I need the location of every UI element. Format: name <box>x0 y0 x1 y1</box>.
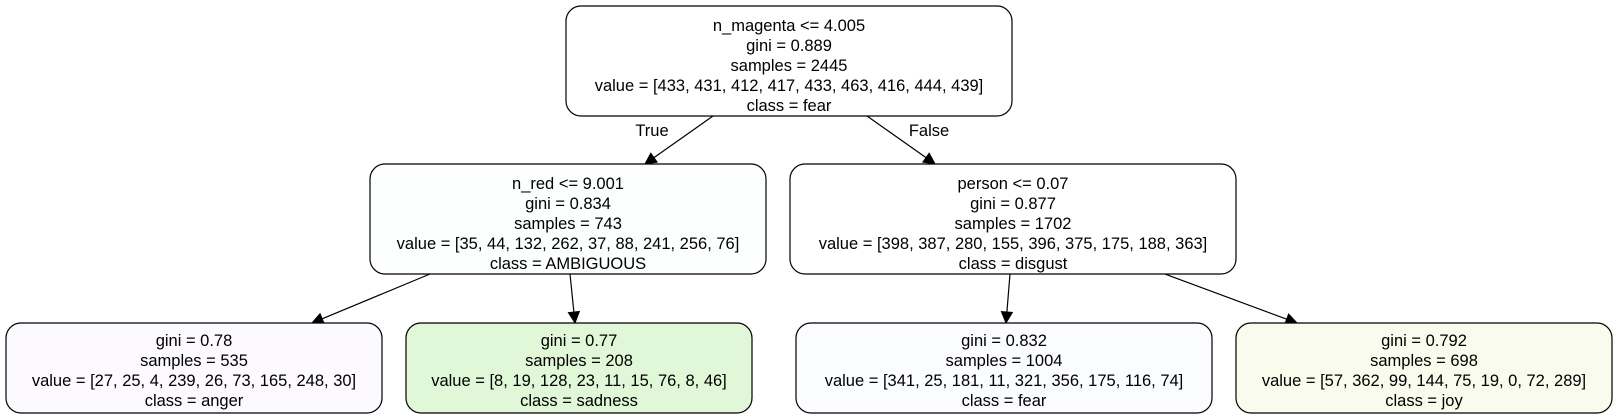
node-text-line: value = [398, 387, 280, 155, 396, 375, 1… <box>819 235 1208 253</box>
node-box <box>795 322 1213 414</box>
node-text-line: gini = 0.78 <box>156 332 233 350</box>
arrowhead <box>921 152 936 165</box>
node-text-line: class = fear <box>962 392 1047 410</box>
tree-edge-right-leaf3 <box>1000 273 1014 325</box>
edge-line <box>569 273 575 313</box>
edge-line <box>1164 273 1287 320</box>
node-box <box>1235 322 1613 414</box>
tree-node-right: person <= 0.07 gini = 0.877 samples = 1702… <box>789 163 1237 275</box>
node-text-line: samples = 1004 <box>946 352 1063 370</box>
node-box <box>5 322 383 414</box>
arrowhead <box>567 310 581 325</box>
node-text-line: samples = 2445 <box>731 57 848 75</box>
node-text-line: gini = 0.832 <box>961 332 1047 350</box>
edge-line <box>321 273 431 320</box>
node-text-line: gini = 0.792 <box>1381 332 1467 350</box>
edge-line <box>1006 273 1011 313</box>
node-text-line: gini = 0.877 <box>970 195 1056 213</box>
node-text-line: class = sadness <box>520 392 638 410</box>
node-box <box>789 163 1237 275</box>
node-text-line: n_magenta <= 4.005 <box>713 17 865 35</box>
tree-node-leaf1: gini = 0.78 samples = 535 value = [27, 25,… <box>5 322 383 414</box>
node-text-line: samples = 1702 <box>955 215 1072 233</box>
tree-edge-right-leaf4 <box>1164 273 1299 325</box>
node-box <box>405 322 753 414</box>
edge-line <box>653 115 714 159</box>
node-text-line: n_red <= 9.001 <box>512 175 624 193</box>
nodes-layer: n_magenta <= 4.005 gini = 0.889 samples = … <box>5 5 1613 414</box>
node-text-line: value = [57, 362, 99, 144, 75, 19, 0, 72… <box>1262 372 1586 390</box>
node-text-line: value = [35, 44, 132, 262, 37, 88, 241, … <box>397 235 740 253</box>
arrowhead <box>644 152 659 165</box>
tree-edge-left-leaf2 <box>567 273 581 325</box>
tree-node-leaf2: gini = 0.77 samples = 208 value = [8, 19, … <box>405 322 753 414</box>
arrowhead <box>310 312 326 325</box>
node-box <box>369 163 767 275</box>
node-text-line: gini = 0.834 <box>525 195 611 213</box>
edge-label: False <box>909 122 949 140</box>
node-box <box>565 5 1013 117</box>
node-text-line: samples = 208 <box>525 352 633 370</box>
edge-line <box>866 115 927 159</box>
node-text-line: class = anger <box>145 392 244 410</box>
node-text-line: samples = 698 <box>1370 352 1478 370</box>
node-text-line: class = AMBIGUOUS <box>490 255 646 273</box>
tree-node-leaf4: gini = 0.792 samples = 698 value = [57, 36… <box>1235 322 1613 414</box>
tree-edge-root-left: True <box>635 115 714 165</box>
tree-node-leaf3: gini = 0.832 samples = 1004 value = [341, … <box>795 322 1213 414</box>
node-text-line: gini = 0.889 <box>746 37 832 55</box>
edges-layer: True False <box>310 115 1299 325</box>
node-text-line: class = fear <box>747 97 832 115</box>
node-text-line: value = [341, 25, 181, 11, 321, 356, 175… <box>825 372 1184 390</box>
node-text-line: person <= 0.07 <box>957 175 1068 193</box>
node-text-line: value = [433, 431, 412, 417, 433, 463, 4… <box>595 77 984 95</box>
node-text-line: value = [8, 19, 128, 23, 11, 15, 76, 8, … <box>431 372 727 390</box>
arrowhead <box>1000 311 1014 325</box>
node-text-line: value = [27, 25, 4, 239, 26, 73, 165, 24… <box>32 372 356 390</box>
node-text-line: gini = 0.77 <box>541 332 618 350</box>
node-text-line: class = joy <box>1385 392 1463 410</box>
node-text-line: samples = 743 <box>514 215 622 233</box>
tree-node-left: n_red <= 9.001 gini = 0.834 samples = 743 v… <box>369 163 767 275</box>
tree-edge-left-leaf1 <box>310 273 431 325</box>
node-text-line: class = disgust <box>959 255 1068 273</box>
tree-node-root: n_magenta <= 4.005 gini = 0.889 samples = … <box>565 5 1013 117</box>
node-text-line: samples = 535 <box>140 352 248 370</box>
edge-label: True <box>635 122 668 140</box>
tree-edge-root-right: False <box>866 115 949 165</box>
